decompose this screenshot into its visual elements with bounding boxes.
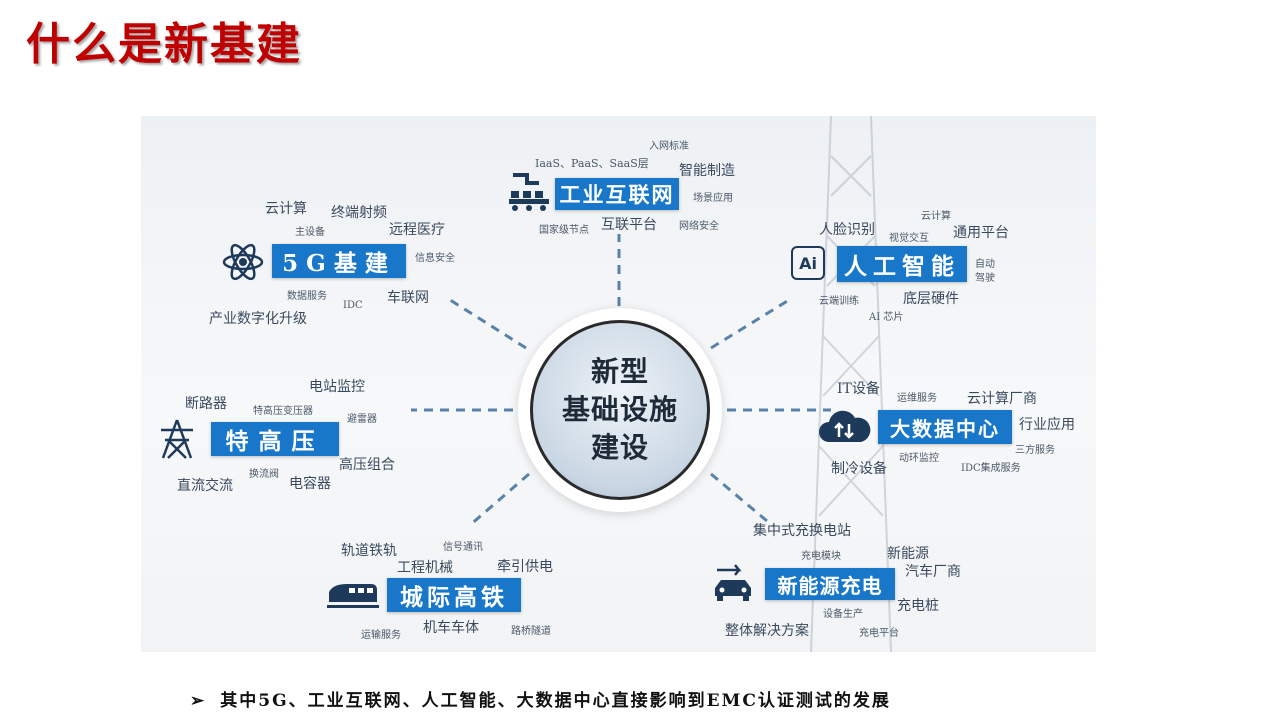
ai-icon: Ai [791, 246, 825, 280]
slide-title: 什么是新基建 [26, 19, 302, 70]
power-tower-icon [161, 419, 193, 459]
keyword: 运输服务 [361, 630, 401, 641]
keyword: 互联平台 [601, 217, 657, 233]
keyword: 充电模块 [801, 551, 841, 562]
keyword: 国家级节点 [539, 225, 589, 236]
keyword: 云计算 [921, 211, 951, 222]
keyword: 底层硬件 [903, 291, 959, 307]
keyword: IDC集成服务 [961, 463, 1021, 474]
keyword: 充电桩 [897, 598, 939, 614]
keyword: 终端射频 [331, 205, 387, 221]
keyword: IT设备 [837, 381, 880, 397]
footer-note: ➢ 其中5G、工业互联网、人工智能、大数据中心直接影响到EMC认证测试的发展 [190, 686, 891, 711]
keyword: 机车车体 [423, 620, 479, 636]
category-ai[interactable]: 人工智能 [837, 246, 967, 282]
keyword: IaaS、PaaS、SaaS层 [535, 157, 649, 170]
center-line-2: 基础设施 [561, 393, 678, 426]
keyword: 信息安全 [415, 253, 455, 264]
keyword: 自动驾驶 [975, 259, 995, 284]
keyword: 电站监控 [309, 379, 365, 395]
keyword: 视觉交互 [889, 233, 929, 244]
keyword: 路桥隧道 [511, 626, 551, 637]
keyword: 主设备 [295, 227, 325, 238]
category-ev[interactable]: 新能源充电 [765, 568, 895, 600]
keyword: 牵引供电 [497, 559, 553, 575]
new-infrastructure-diagram: 新型 基础设施 建设 工业互联网 入网标准 IaaS、PaaS、SaaS层 智能… [141, 116, 1096, 652]
keyword: 汽车厂商 [905, 564, 961, 580]
keyword: 动环监控 [899, 453, 939, 464]
keyword: 运维服务 [897, 393, 937, 404]
keyword: 换流阀 [249, 469, 279, 480]
keyword: 三方服务 [1015, 445, 1055, 456]
keyword: AI 芯片 [869, 312, 904, 323]
keyword: 云端训练 [819, 296, 859, 307]
keyword: 制冷设备 [831, 461, 887, 477]
keyword: 入网标准 [649, 141, 689, 152]
atom-icon [222, 243, 264, 281]
keyword: 电容器 [289, 476, 331, 492]
keyword: 通用平台 [953, 225, 1009, 241]
keyword: 场景应用 [693, 193, 733, 204]
category-industrial-internet[interactable]: 工业互联网 [555, 178, 679, 210]
keyword: 高压组合 [339, 457, 395, 473]
keyword: 产业数字化升级 [209, 311, 307, 327]
keyword: 数据服务 [287, 291, 327, 302]
keyword: 网络安全 [679, 221, 719, 232]
keyword: 避雷器 [347, 414, 377, 425]
keyword: 充电平台 [859, 628, 899, 639]
keyword: 工程机械 [397, 560, 453, 576]
keyword: 车联网 [387, 290, 429, 306]
keyword: 信号通讯 [443, 542, 483, 553]
center-inner: 新型 基础设施 建设 [530, 320, 710, 500]
center-line-3: 建设 [590, 431, 649, 464]
category-5g[interactable]: 5G基建 [272, 244, 406, 278]
industrial-robot-icon [509, 173, 549, 211]
keyword: 人脸识别 [819, 222, 875, 238]
keyword: 直流交流 [177, 478, 233, 494]
keyword: 轨道铁轨 [341, 543, 397, 559]
keyword: 设备生产 [823, 609, 863, 620]
cloud-icon [819, 410, 871, 442]
keyword: 新能源 [887, 546, 929, 562]
bullet-arrow-icon: ➢ [190, 691, 207, 711]
keyword: 行业应用 [1019, 417, 1075, 433]
keyword: 特高压变压器 [253, 406, 313, 417]
keyword: 整体解决方案 [725, 623, 809, 639]
connector-lines [411, 234, 831, 528]
category-bigdata[interactable]: 大数据中心 [878, 410, 1012, 444]
category-uhv[interactable]: 特高压 [211, 422, 339, 456]
keyword: IDC [343, 300, 363, 311]
center-line-1: 新型 [590, 355, 649, 388]
keyword: 断路器 [185, 396, 227, 412]
keyword: 云计算厂商 [967, 391, 1037, 407]
keyword: 集中式充换电站 [753, 523, 851, 539]
ev-car-icon [715, 564, 751, 601]
center-circle: 新型 基础设施 建设 [518, 308, 722, 512]
category-rail[interactable]: 城际高铁 [387, 578, 521, 612]
keyword: 智能制造 [679, 163, 735, 179]
train-icon [327, 584, 379, 608]
footer-text: 其中5G、工业互联网、人工智能、大数据中心直接影响到EMC认证测试的发展 [220, 691, 891, 711]
keyword: 云计算 [265, 201, 307, 217]
keyword: 远程医疗 [389, 222, 445, 238]
